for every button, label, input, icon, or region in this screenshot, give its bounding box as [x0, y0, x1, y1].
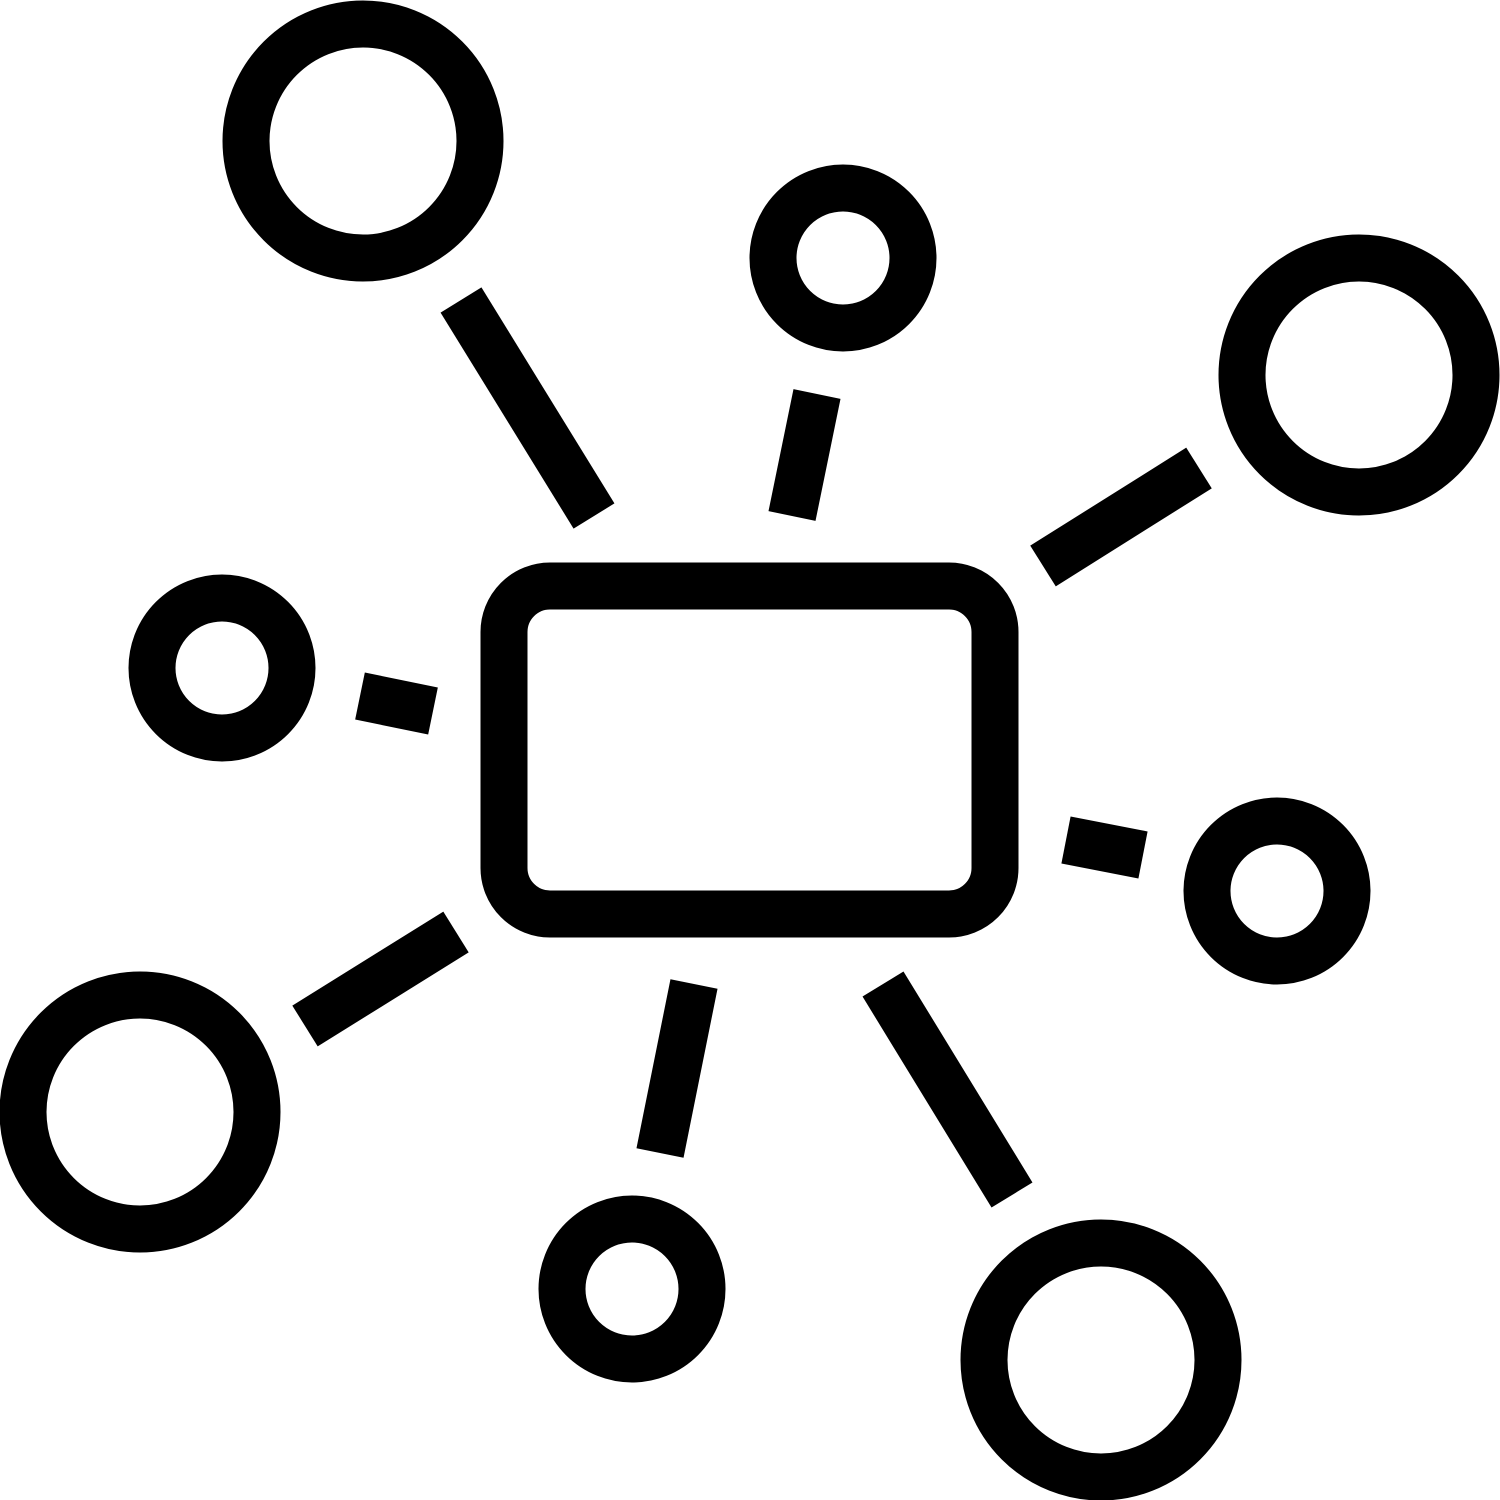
node-bottom-left	[0, 971, 281, 1253]
connector-bottom-center	[636, 979, 718, 1158]
node-top-right	[1218, 234, 1500, 516]
node-top-center	[749, 164, 937, 352]
connector-left	[355, 672, 438, 735]
node-right	[1183, 797, 1371, 985]
connector-bottom-left	[292, 911, 469, 1047]
connector-top-center	[768, 389, 841, 521]
node-bottom-right	[960, 1219, 1242, 1500]
connector-top-left	[440, 287, 615, 529]
node-left	[128, 574, 316, 762]
connector-bottom-right	[862, 971, 1033, 1208]
node-bottom-center	[538, 1195, 726, 1383]
node-top-left	[222, 0, 504, 282]
hub-box	[480, 562, 1019, 938]
connector-right	[1061, 816, 1148, 879]
connector-top-right	[1030, 447, 1212, 587]
